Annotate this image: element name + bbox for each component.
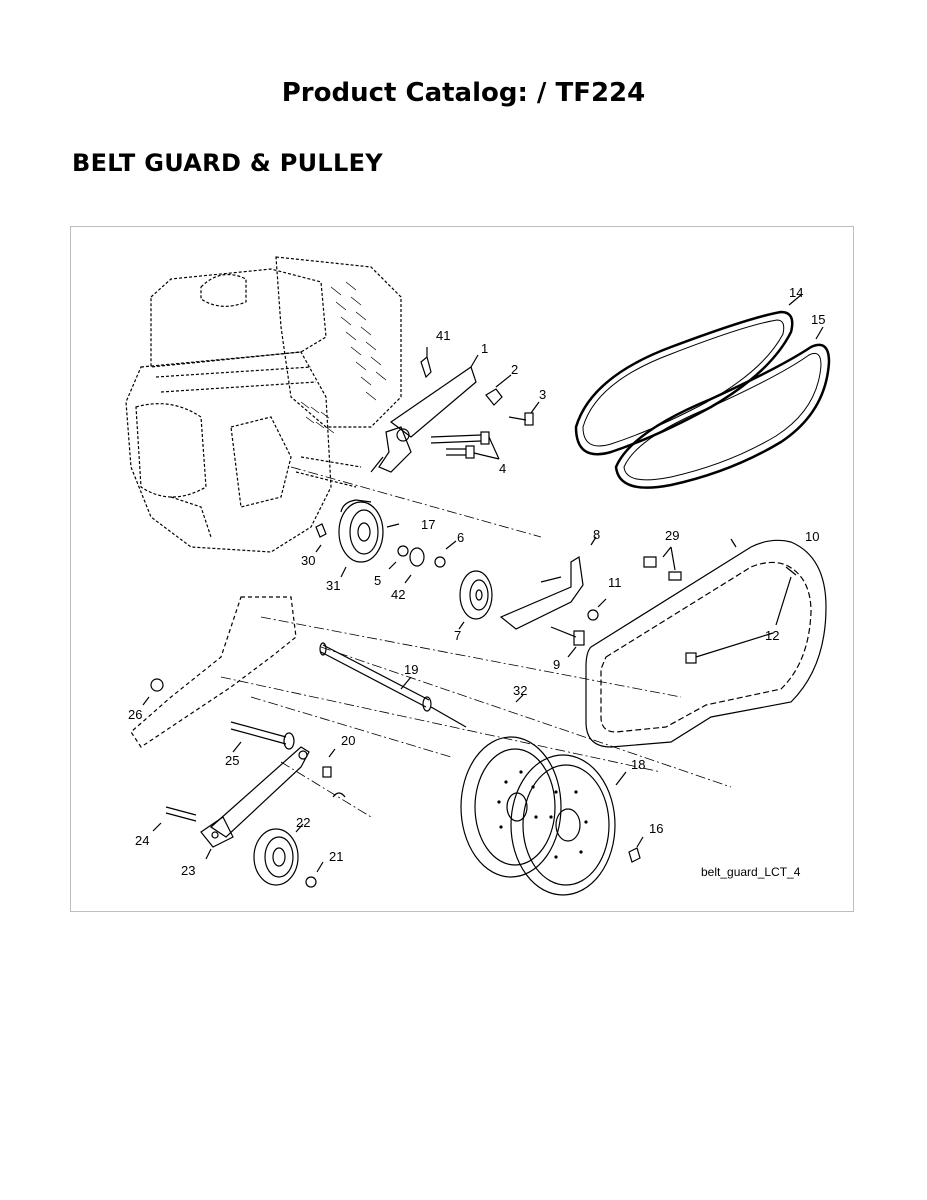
figure-id: belt_guard_LCT_4 — [701, 865, 801, 879]
part-41 — [420, 355, 432, 379]
exploded-view-drawing: 41 1 2 3 4 14 15 17 30 31 5 42 6 7 8 29 … — [125, 256, 831, 896]
callout-8: 8 — [593, 527, 600, 542]
callout-24: 24 — [135, 833, 149, 848]
callout-15: 15 — [811, 312, 825, 327]
callout-31: 31 — [326, 578, 340, 593]
callout-23: 23 — [181, 863, 195, 878]
parts-diagram: 41 1 2 3 4 14 15 17 30 31 5 42 6 7 8 29 … — [70, 226, 854, 912]
callout-16: 16 — [649, 821, 663, 836]
callout-19: 19 — [404, 662, 418, 677]
callout-1: 1 — [481, 341, 488, 356]
callout-22: 22 — [296, 815, 310, 830]
callout-10: 10 — [805, 529, 819, 544]
callout-25: 25 — [225, 753, 239, 768]
callout-32: 32 — [513, 683, 527, 698]
callout-12: 12 — [765, 628, 779, 643]
callout-14: 14 — [789, 285, 803, 300]
callout-7: 7 — [454, 628, 461, 643]
callout-20: 20 — [341, 733, 355, 748]
callout-2: 2 — [511, 362, 518, 377]
callout-29: 29 — [665, 528, 679, 543]
page-title: Product Catalog: / TF224 — [281, 78, 646, 108]
callout-17: 17 — [421, 517, 435, 532]
callout-3: 3 — [539, 387, 546, 402]
callout-5: 5 — [374, 573, 381, 588]
callout-6: 6 — [457, 530, 464, 545]
callout-21: 21 — [329, 849, 343, 864]
callout-41: 41 — [436, 328, 450, 343]
callout-42: 42 — [391, 587, 405, 602]
engine-outline — [125, 256, 402, 553]
section-title: BELT GUARD & PULLEY — [72, 149, 383, 177]
callout-9: 9 — [553, 657, 560, 672]
callout-30: 30 — [301, 553, 315, 568]
callout-11: 11 — [608, 575, 622, 590]
callout-18: 18 — [631, 757, 645, 772]
callout-4: 4 — [499, 461, 506, 476]
callout-26: 26 — [128, 707, 142, 722]
